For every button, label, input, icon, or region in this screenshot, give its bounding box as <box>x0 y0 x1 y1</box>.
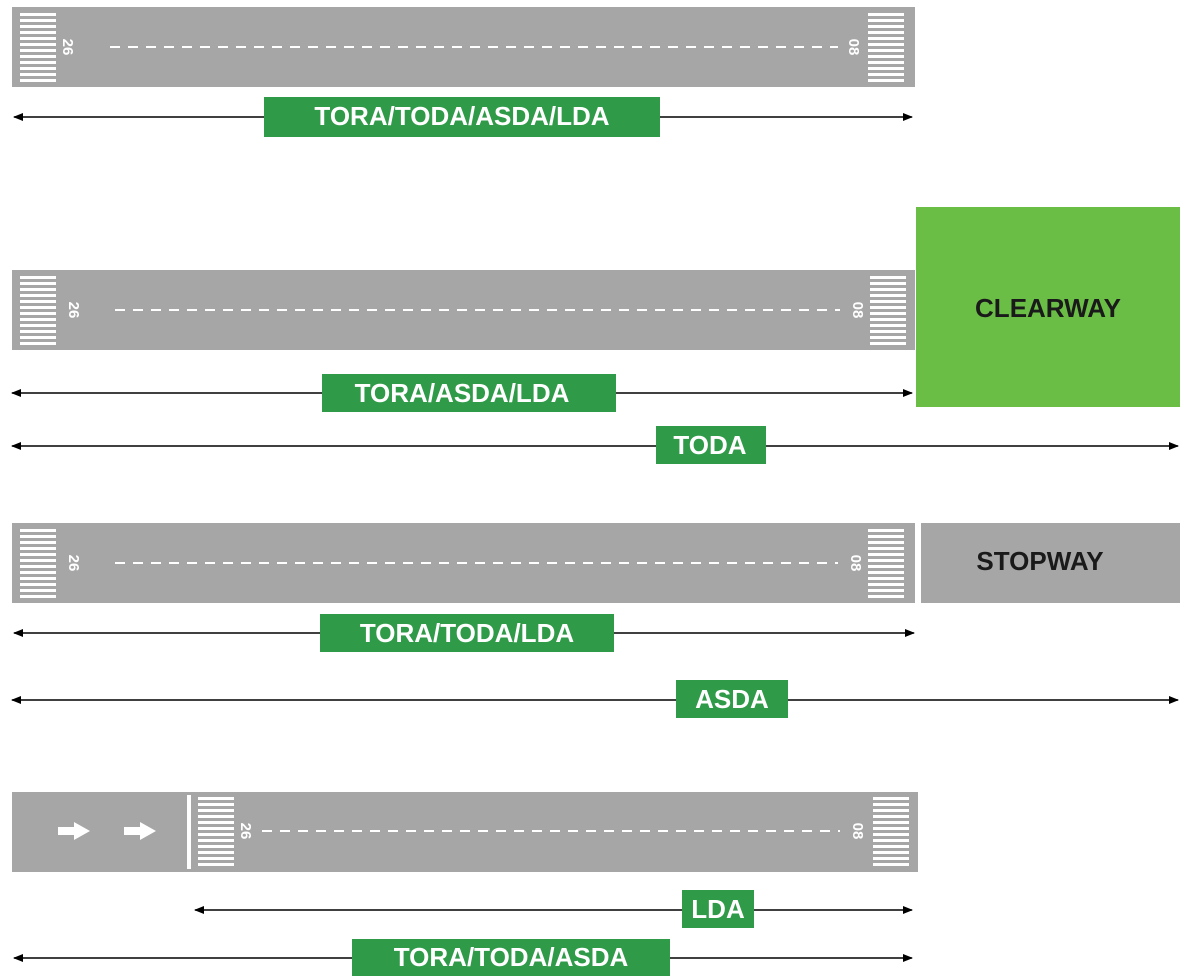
threshold-markings-right <box>873 797 909 866</box>
stopway-label: STOPWAY <box>976 546 1103 576</box>
runway-designator-right: 08 <box>845 39 862 56</box>
distance-label-bg <box>352 939 670 976</box>
threshold-markings-right <box>870 276 906 345</box>
threshold-markings-left <box>20 13 56 82</box>
distance-label: TORA/TODA/LDA <box>360 618 574 648</box>
distance-label: TORA/TODA/ASDA <box>394 942 629 972</box>
arrow-right-icon <box>58 822 90 840</box>
runway-designator-right: 08 <box>849 823 866 840</box>
distance-label-bg <box>322 374 616 412</box>
panel-stopway: 26 08 STOPWAY TORA/TODA/LDA ASDA <box>11 523 1180 718</box>
panel-basic: 26 08 TORA/TODA/ASDA/LDA <box>12 7 915 137</box>
displaced-threshold-bar <box>187 795 191 869</box>
runway-designator-left: 26 <box>59 39 76 56</box>
panel-clearway: 26 08 CLEARWAY TORA/ASDA/LDA TODA <box>11 207 1180 464</box>
distance-label: TODA <box>673 430 746 460</box>
distance-label: ASDA <box>695 684 769 714</box>
runway-end-line <box>915 523 918 603</box>
distance-label-bg <box>264 97 660 137</box>
threshold-markings-left <box>198 797 234 866</box>
threshold-markings-right <box>868 529 904 598</box>
distance-label-bg <box>676 680 788 718</box>
threshold-markings-right <box>868 13 904 82</box>
distance-label-bg <box>320 614 614 652</box>
distance-label-bg <box>656 426 766 464</box>
distance-label-bg <box>682 890 754 928</box>
runway-designator-left: 26 <box>65 555 82 572</box>
threshold-markings-left <box>20 276 56 345</box>
threshold-markings-left <box>20 529 56 598</box>
runway-designator-left: 26 <box>65 302 82 319</box>
runway-designator-right: 08 <box>847 555 864 572</box>
stopway-area <box>921 523 1180 603</box>
arrow-right-icon <box>124 822 156 840</box>
clearway-area <box>916 207 1180 407</box>
clearway-label: CLEARWAY <box>975 293 1121 323</box>
distance-label: TORA/TODA/ASDA/LDA <box>314 101 609 131</box>
runway-designator-left: 26 <box>237 823 254 840</box>
distance-label: LDA <box>691 894 745 924</box>
runway-designator-right: 08 <box>849 302 866 319</box>
distance-label: TORA/ASDA/LDA <box>355 378 570 408</box>
panel-displaced-threshold: 26 08 LDA TORA/TODA/ASDA <box>12 792 918 976</box>
